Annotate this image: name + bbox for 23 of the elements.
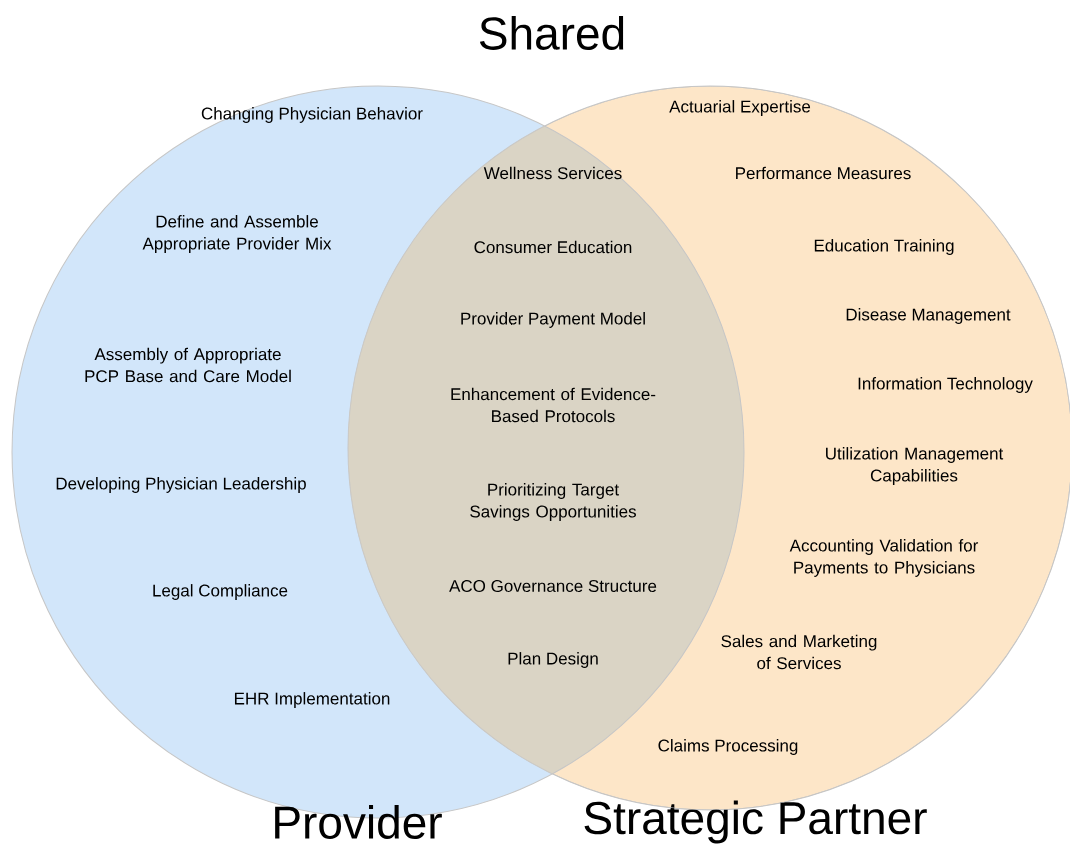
item-label: Developing Physician Leadership: [56, 477, 306, 493]
item-label: Define and Assemble Appropriate Provider Mix: [142, 215, 332, 253]
item-label: Actuarial Expertise: [669, 100, 811, 116]
item-label: Provider Payment Model: [461, 312, 645, 328]
item-label: Prioritizing Target Savings Opportunities: [470, 483, 636, 521]
item-label: Sales and Marketing of Services: [721, 634, 877, 670]
item-label: Enhancement of Evidence-Based Protocols: [451, 387, 656, 423]
item-label: Education Training: [814, 239, 954, 255]
item-label: Assembly of Appropriate PCP Base and Care Model: [85, 347, 291, 383]
item-label: Utilization Management Capabilities: [826, 447, 1004, 485]
item-label: Claims Processing: [658, 739, 798, 755]
item-label: Changing Physician Behavior: [201, 107, 423, 123]
item-label: Wellness Services: [483, 166, 622, 180]
item-label: Legal Compliance: [153, 584, 288, 600]
item-label: Consumer Education: [474, 240, 632, 254]
item-label: ACO Governance Structure: [449, 580, 657, 592]
item-label: Performance Measures: [736, 166, 911, 180]
item-label: EHR Implementation: [235, 692, 390, 708]
section-heading: Shared: [479, 16, 624, 50]
item-label: Plan Design: [508, 652, 598, 668]
item-label: Disease Management: [846, 308, 1011, 324]
item-label: Information Technology: [858, 377, 1033, 393]
item-label: Accounting Validation for Payments to Physicians: [789, 539, 979, 577]
